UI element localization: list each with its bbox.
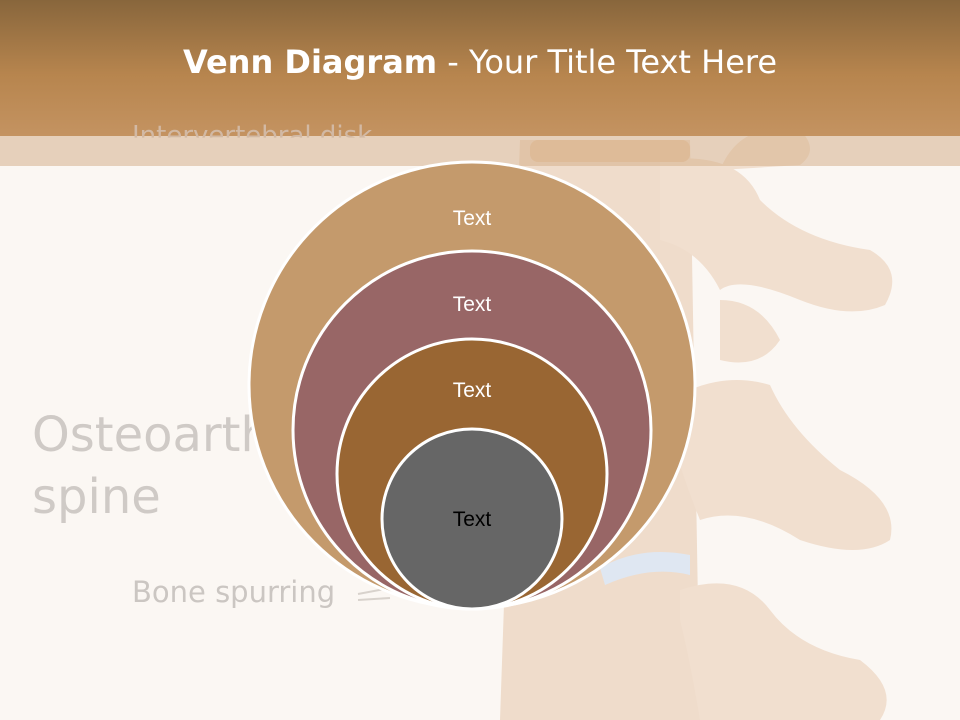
title-band [0, 0, 960, 136]
process-left-upper [720, 300, 780, 363]
bone-spur-disk [600, 551, 690, 585]
venn-label-2: Text [453, 293, 492, 316]
title-rest: - Your Title Text Here [437, 43, 778, 81]
spinous-process-upper [660, 158, 893, 312]
background-bone-label: Bone spurring [132, 575, 336, 609]
background-disk-label: Intervertebral disk [132, 121, 373, 151]
background-heading-line1: Osteoarth [32, 407, 271, 463]
venn-label-3: Text [453, 379, 492, 402]
background-heading-line2: spine [32, 469, 161, 525]
title-bold: Venn Diagram [182, 43, 438, 81]
slide-title: Venn Diagram - Your Title Text Here [0, 40, 960, 84]
spinous-process-middle [670, 380, 892, 550]
venn-circle-4[interactable] [380, 427, 564, 611]
venn-label-4: Text [453, 508, 492, 531]
venn-label-1: Text [453, 207, 492, 230]
spinous-process-lower [680, 583, 887, 720]
background-heading: Osteoarth spine [32, 404, 271, 528]
